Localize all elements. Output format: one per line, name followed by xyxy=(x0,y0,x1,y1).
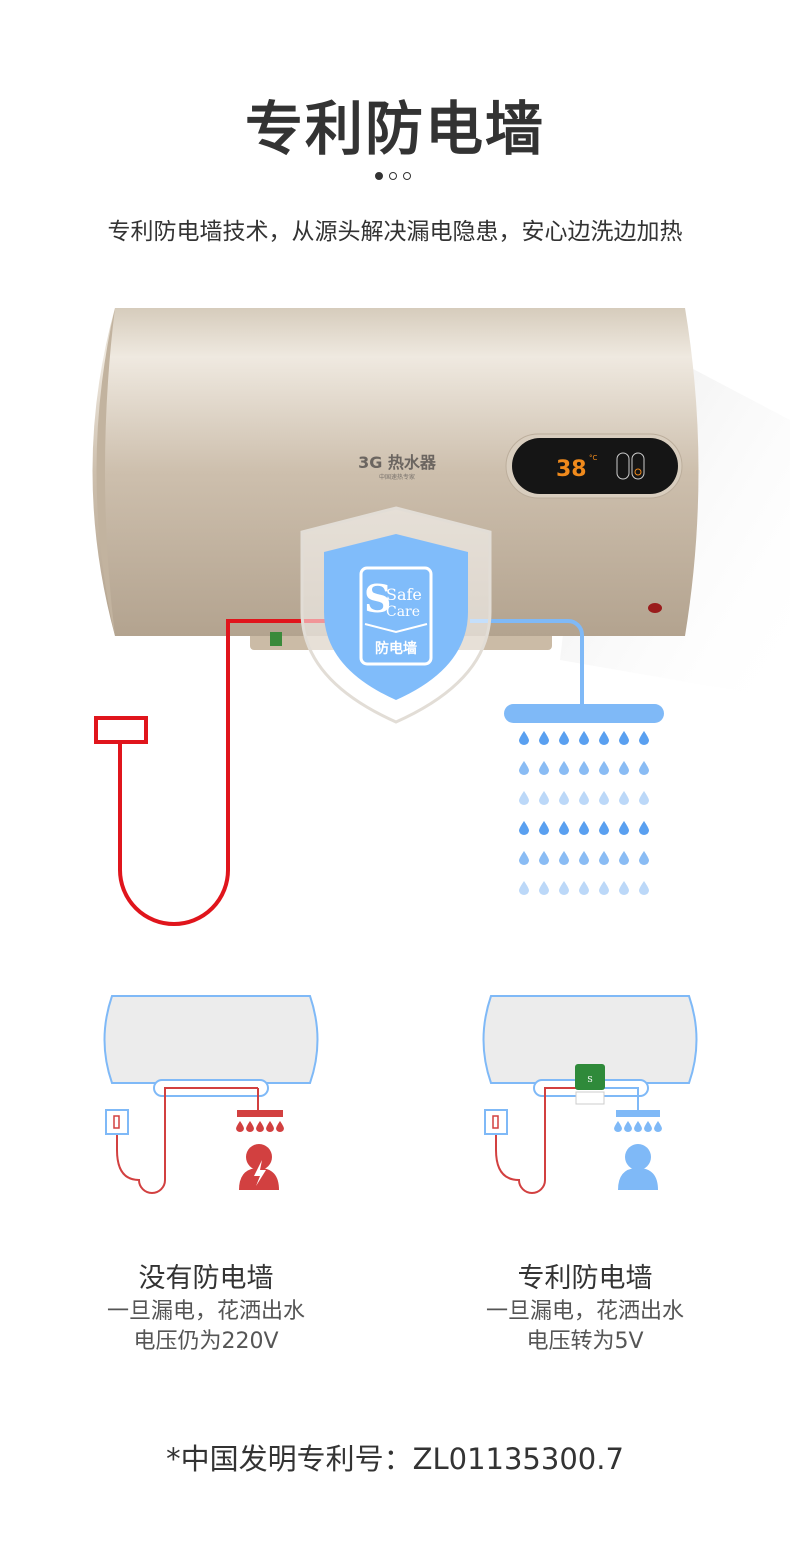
badge-safe: Safe xyxy=(386,585,422,604)
pager-dots xyxy=(375,172,411,180)
caption-with-wall: 专利防电墙 一旦漏电，花洒出水 电压转为5V xyxy=(425,1256,745,1357)
pager-dot-active xyxy=(375,172,383,180)
water-drop xyxy=(599,881,609,895)
water-drop xyxy=(519,731,529,745)
patent-number: *中国发明专利号：ZL01135300.7 xyxy=(166,1442,624,1476)
water-drop xyxy=(559,731,569,745)
water-drop xyxy=(539,731,549,745)
pager-dot xyxy=(389,172,397,180)
brand-tagline: 中国速热专家 xyxy=(379,473,415,481)
temperature-display: 38 xyxy=(556,457,587,482)
water-drop xyxy=(579,791,589,805)
brand-logo: 3G 热水器 xyxy=(358,453,437,472)
diagram-with-wall: S xyxy=(482,995,698,1194)
water-drop xyxy=(599,791,609,805)
water-drop xyxy=(619,761,629,775)
shower-head xyxy=(504,704,664,723)
water-drop xyxy=(539,761,549,775)
water-drop xyxy=(559,791,569,805)
water-drop xyxy=(519,791,529,805)
safe-care-badge-small xyxy=(575,1064,605,1090)
water-drop xyxy=(579,731,589,745)
water-drop xyxy=(599,821,609,835)
pager-dot xyxy=(403,172,411,180)
water-pipe-blue xyxy=(470,619,584,705)
caption-line: 电压转为5V xyxy=(526,1329,644,1354)
water-drop xyxy=(599,731,609,745)
page-title: 专利防电墙 xyxy=(244,95,545,163)
caption-line: 一旦漏电，花洒出水 xyxy=(106,1299,305,1324)
timer-power-button[interactable] xyxy=(631,452,645,480)
water-drop xyxy=(579,851,589,865)
page-subtitle: 专利防电墙技术，从源头解决漏电隐患，安心边洗边加热 xyxy=(107,219,683,245)
water-drop xyxy=(559,821,569,835)
water-drop xyxy=(619,791,629,805)
water-drop xyxy=(639,881,649,895)
water-drop xyxy=(519,851,529,865)
indicator-light xyxy=(648,603,662,613)
water-drop xyxy=(619,851,629,865)
water-drop xyxy=(539,881,549,895)
water-drop xyxy=(539,821,549,835)
water-drop xyxy=(619,881,629,895)
water-drop xyxy=(639,851,649,865)
water-drop xyxy=(519,881,529,895)
water-drop xyxy=(639,761,649,775)
water-drop xyxy=(639,791,649,805)
temp-unit: °C xyxy=(589,454,598,462)
caption-title: 没有防电墙 xyxy=(138,1263,274,1294)
badge-care: Care xyxy=(386,604,420,620)
water-drop xyxy=(559,761,569,775)
water-drop xyxy=(519,761,529,775)
control-panel xyxy=(512,438,678,494)
caption-line: 一旦漏电，花洒出水 xyxy=(485,1299,684,1324)
safe-care-logo: S xyxy=(364,576,391,621)
small-safecare-badge xyxy=(270,632,282,646)
water-drop xyxy=(519,821,529,835)
water-drop xyxy=(559,851,569,865)
water-drop xyxy=(579,761,589,775)
water-drop xyxy=(599,851,609,865)
diagram-without-wall xyxy=(103,995,319,1194)
water-drop xyxy=(599,761,609,775)
water-drop xyxy=(559,881,569,895)
power-socket xyxy=(94,716,148,744)
shield-icon: S Safe Care 防电墙 xyxy=(300,506,492,724)
water-drop xyxy=(539,791,549,805)
water-drop xyxy=(579,881,589,895)
live-wire-red xyxy=(118,619,325,926)
caption-without-wall: 没有防电墙 一旦漏电，花洒出水 电压仍为220V xyxy=(46,1256,366,1357)
water-drops xyxy=(519,731,649,895)
water-drop xyxy=(619,731,629,745)
water-drop xyxy=(639,731,649,745)
caption-title: 专利防电墙 xyxy=(517,1263,653,1294)
safe-person-icon xyxy=(618,1144,658,1190)
power-icon xyxy=(634,468,642,476)
water-drop xyxy=(579,821,589,835)
water-drop xyxy=(619,821,629,835)
plus-minus-button[interactable] xyxy=(616,452,630,480)
electrocuted-person-icon xyxy=(239,1144,279,1190)
caption-line: 电压仍为220V xyxy=(133,1329,279,1354)
badge-label: 防电墙 xyxy=(375,640,417,657)
water-drop xyxy=(539,851,549,865)
svg-text:S: S xyxy=(587,1075,592,1084)
water-drop xyxy=(639,821,649,835)
